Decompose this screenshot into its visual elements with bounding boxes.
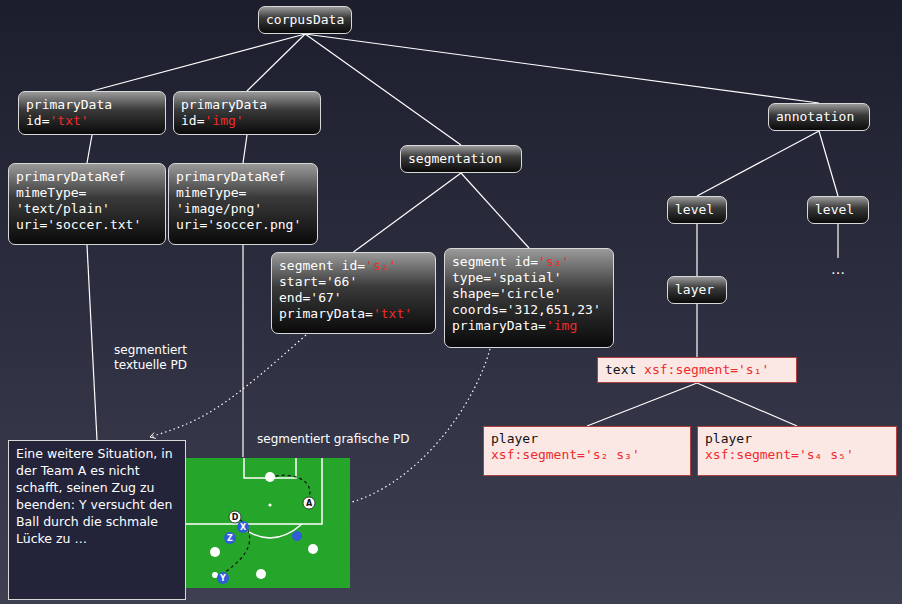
player-letter: D <box>232 510 239 525</box>
node-attribute: mimeType= <box>16 185 158 201</box>
element-box: level <box>807 196 869 224</box>
node-attribute: xsf:segment='s₁' <box>644 362 769 378</box>
tree-connector <box>243 135 247 163</box>
text-box: Eine weitere Situation, in der Team A es… <box>8 440 186 600</box>
tree-connector <box>354 173 462 252</box>
node-attribute: 'text/plain' <box>16 201 158 217</box>
tree-connector <box>819 131 838 196</box>
tree-connector <box>87 135 92 163</box>
tree-connector <box>305 34 819 103</box>
segment-box: segment id='s₃'type='spatial'shape='circ… <box>444 248 614 348</box>
node-title: level <box>675 202 719 218</box>
node-attribute: shape='circle' <box>452 286 606 302</box>
node-attribute: id='txt' <box>26 113 158 129</box>
tree-connector <box>247 34 305 91</box>
node-title: corpusData <box>266 12 344 28</box>
tree-connector <box>305 34 461 145</box>
node-attribute: end='67' <box>279 290 428 306</box>
tree-connector <box>697 131 819 196</box>
annotation-box: playerxsf:segment='s₄ s₅' <box>697 426 897 476</box>
tree-connector <box>87 245 97 440</box>
node-title: layer <box>675 282 719 298</box>
node-attribute: mimeType= <box>176 185 310 201</box>
element-box: layer <box>667 276 727 304</box>
tree-connector <box>461 173 529 248</box>
level-line <box>837 222 838 258</box>
node-title: primaryData <box>181 97 313 113</box>
node-attribute: xsf:segment='s₄ s₅' <box>705 447 889 463</box>
node-title: segmentation <box>408 151 514 167</box>
player-letter: A <box>306 496 312 511</box>
node-title: text <box>605 362 636 378</box>
tree-connector <box>696 304 697 357</box>
segment-pointer <box>331 349 490 506</box>
annotation-box: playerxsf:segment='s₂ s₃' <box>483 426 691 476</box>
node-title: Eine weitere Situation, in der Team A es… <box>16 445 178 547</box>
element-box: primaryDataRefmimeType='text/plain'uri='… <box>8 163 166 245</box>
node-attribute: coords='312,651,23' <box>452 302 606 318</box>
element-box: primaryDataid='txt' <box>18 91 166 135</box>
node-title: level <box>815 202 861 218</box>
node-title: player <box>705 431 889 447</box>
element-box: segmentation <box>400 145 522 173</box>
node-title: primaryData <box>26 97 158 113</box>
soccer-field <box>168 458 350 588</box>
player-letter: Z <box>227 531 233 546</box>
tree-connector <box>92 34 305 91</box>
node-title: segment id='s₂' <box>279 258 428 274</box>
annotation-box: text xsf:segment='s₁' <box>597 357 797 383</box>
node-attribute: uri='soccer.txt' <box>16 217 158 233</box>
tree-connector <box>697 383 797 426</box>
node-attribute: 'image/png' <box>176 201 310 217</box>
node-title: primaryDataRef <box>176 169 310 185</box>
player-letter: Y <box>220 571 226 586</box>
node-attribute: xsf:segment='s₂ s₃' <box>491 447 683 463</box>
ellipsis-label: … <box>831 262 845 277</box>
node-title: segment id='s₃' <box>452 254 606 270</box>
caption-label: segmentiert grafische PD <box>257 432 409 447</box>
element-box: primaryDataRefmimeType='image/png'uri='s… <box>168 163 318 245</box>
caption-label: segmentiert textuelle PD <box>114 343 214 373</box>
segment-box: segment id='s₂'start='66'end='67'primary… <box>271 252 436 334</box>
tree-connector <box>696 224 697 276</box>
node-attribute: primaryData='txt' <box>279 306 428 322</box>
element-box: annotation <box>768 103 870 131</box>
ref-line <box>242 245 243 457</box>
element-box: level <box>667 196 727 224</box>
node-attribute: id='img' <box>181 113 313 129</box>
node-title: player <box>491 431 683 447</box>
element-box: primaryDataid='img' <box>173 91 321 135</box>
node-attribute: uri='soccer.png' <box>176 217 310 233</box>
root-element: corpusData <box>258 6 352 34</box>
node-attribute: primaryData='img <box>452 318 606 334</box>
player-letter: X <box>240 520 246 535</box>
tree-connector <box>587 383 697 426</box>
node-title: primaryDataRef <box>16 169 158 185</box>
node-attribute: type='spatial' <box>452 270 606 286</box>
node-attribute: start='66' <box>279 274 428 290</box>
node-title: annotation <box>776 109 862 125</box>
